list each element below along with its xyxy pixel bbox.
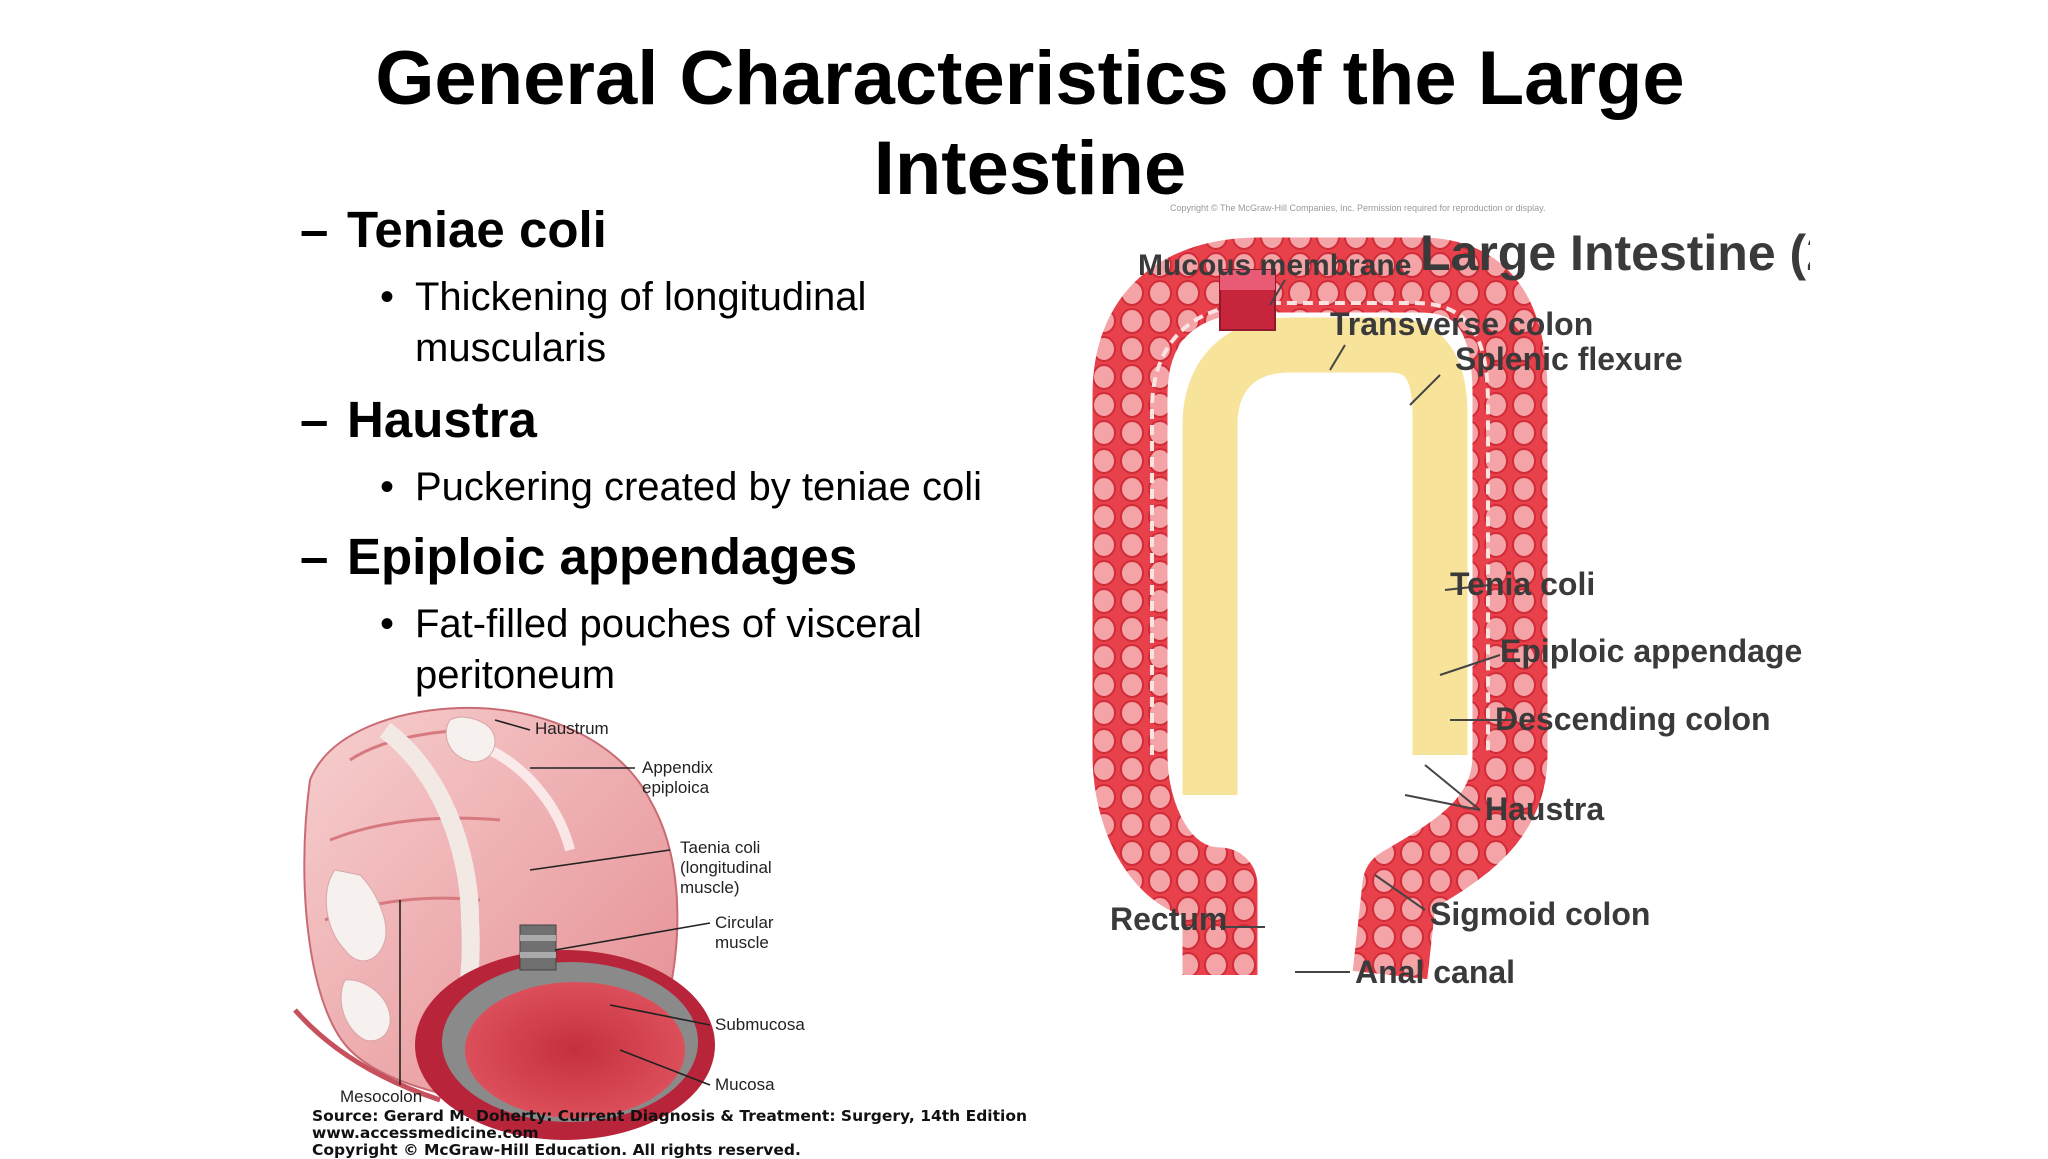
large-intestine-illustration: Copyright © The McGraw-Hill Companies, I… xyxy=(1090,195,1810,1015)
label-submucosa: Submucosa xyxy=(715,1015,805,1034)
bullet-epiploic-appendages: – Epiploic appendages • Fat-filled pouch… xyxy=(300,527,1090,711)
bullet-heading: Epiploic appendages xyxy=(347,528,857,585)
dash-marker: – xyxy=(300,527,328,587)
label-rectum: Rectum xyxy=(1110,901,1227,937)
label-taenia-1: Taenia coli xyxy=(680,838,760,857)
figure-source-citation: Source: Gerard M. Doherty: Current Diagn… xyxy=(312,1108,1027,1159)
dot-marker: • xyxy=(380,599,394,650)
sub-bullet-line: Fat-filled pouches of visceral xyxy=(415,599,1090,650)
bullet-haustra: – Haustra • Puckering created by teniae … xyxy=(300,390,1090,523)
label-appendix-1: Appendix xyxy=(642,758,713,777)
source-line: www.accessmedicine.com xyxy=(312,1125,1027,1142)
source-line: Copyright © McGraw-Hill Education. All r… xyxy=(312,1142,1027,1159)
colon-wall-illustration: Haustrum Appendix epiploica Taenia coli … xyxy=(290,690,1070,1150)
label-tenia-coli: Tenia coli xyxy=(1450,566,1595,602)
sub-bullet-line: Thickening of longitudinal xyxy=(415,272,1090,323)
sub-bullet-line: Puckering created by teniae coli xyxy=(415,462,1090,513)
bullet-heading: Teniae coli xyxy=(347,201,607,258)
label-taenia-3: muscle) xyxy=(680,878,740,897)
bullet-teniae-coli: – Teniae coli • Thickening of longitudin… xyxy=(300,200,1090,384)
dash-marker: – xyxy=(300,390,328,450)
label-epiploic-appendage: Epiploic appendage xyxy=(1500,633,1802,669)
label-haustra: Haustra xyxy=(1485,791,1604,827)
label-taenia-2: (longitudinal xyxy=(680,858,772,877)
bullet-heading: Haustra xyxy=(347,391,537,448)
label-anal-canal: Anal canal xyxy=(1355,954,1515,990)
source-line: Source: Gerard M. Doherty: Current Diagn… xyxy=(312,1108,1027,1125)
label-mucosa: Mucosa xyxy=(715,1075,775,1094)
label-circular-2: muscle xyxy=(715,933,769,952)
colon-tube xyxy=(1130,270,1510,975)
slide-title-line-1: General Characteristics of the Large xyxy=(300,34,1760,124)
dot-marker: • xyxy=(380,462,394,513)
slide-title: General Characteristics of the Large Int… xyxy=(300,34,1760,214)
label-mesocolon: Mesocolon xyxy=(340,1087,422,1106)
label-descending-colon: Descending colon xyxy=(1495,701,1771,737)
dot-marker: • xyxy=(380,272,394,323)
label-haustrum: Haustrum xyxy=(535,719,609,738)
figure-title: Large Intestine (2) xyxy=(1420,225,1810,281)
label-transverse-colon: Transverse colon xyxy=(1330,306,1593,342)
label-mucous-membrane: Mucous membrane xyxy=(1138,249,1411,282)
label-circular-1: Circular xyxy=(715,913,774,932)
dash-marker: – xyxy=(300,200,328,260)
sub-bullet-line: muscularis xyxy=(415,323,1090,374)
figure-copyright: Copyright © The McGraw-Hill Companies, I… xyxy=(1170,203,1545,213)
label-sigmoid-colon: Sigmoid colon xyxy=(1430,896,1650,932)
label-splenic-flexure: Splenic flexure xyxy=(1455,341,1683,377)
label-appendix-2: epiploica xyxy=(642,778,710,797)
